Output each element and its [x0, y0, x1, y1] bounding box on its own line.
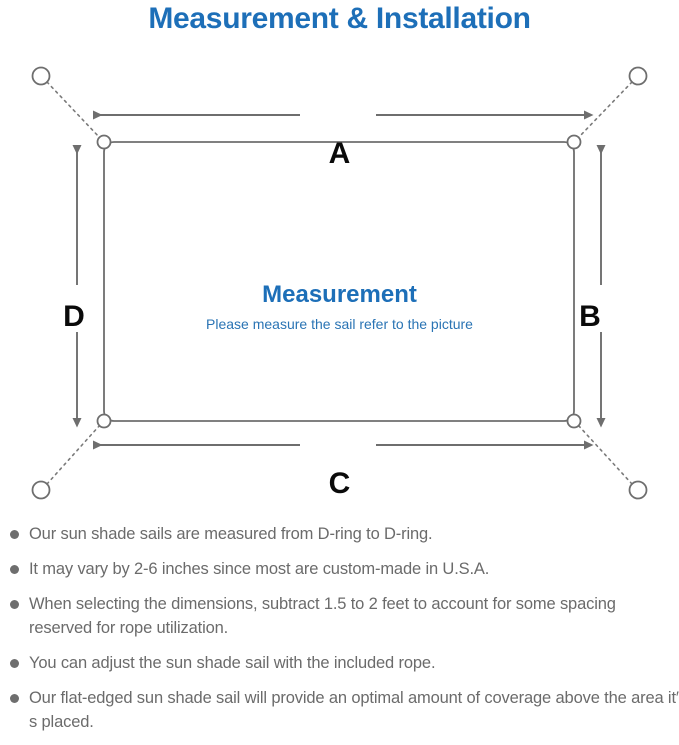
sail-d-rings — [96, 134, 582, 429]
bullet-icon — [10, 530, 19, 539]
list-item: It may vary by 2-6 inches since most are… — [10, 557, 679, 581]
anchor-ring-top-right — [628, 66, 648, 86]
d-ring-top-left — [96, 134, 112, 150]
anchor-line-top-right — [577, 81, 633, 139]
note-text: Our sun shade sails are measured from D-… — [29, 525, 433, 543]
dimension-label-a: A — [328, 137, 351, 170]
anchor-line-bottom-left — [46, 424, 101, 485]
note-text: When selecting the dimensions, subtract … — [29, 595, 616, 637]
list-item: Our sun shade sails are measured from D-… — [10, 522, 679, 546]
anchor-connectors — [46, 81, 633, 485]
d-ring-bottom-right — [566, 413, 582, 429]
sail-diagram: Measurement Please measure the sail refe… — [0, 40, 679, 515]
page-title: Measurement & Installation — [148, 2, 531, 35]
anchor-ring-bottom-left — [31, 480, 51, 500]
dimension-arrows — [72, 110, 606, 450]
note-text: It may vary by 2-6 inches since most are… — [29, 560, 490, 578]
dimension-label-b: B — [579, 300, 601, 333]
anchor-line-bottom-right — [577, 424, 633, 485]
anchor-ring-top-left — [31, 66, 51, 86]
anchor-ring-bottom-right — [628, 480, 648, 500]
d-ring-top-right — [566, 134, 582, 150]
dimension-label-c: C — [328, 467, 351, 500]
list-item: You can adjust the sun shade sail with t… — [10, 651, 679, 675]
bullet-icon — [10, 565, 19, 574]
anchor-line-top-left — [46, 81, 101, 139]
list-item: When selecting the dimensions, subtract … — [10, 592, 679, 640]
sail-body — [103, 141, 575, 422]
notes-list: Our sun shade sails are measured from D-… — [10, 522, 679, 745]
bullet-icon — [10, 600, 19, 609]
d-ring-bottom-left — [96, 413, 112, 429]
list-item: Our flat-edged sun shade sail will provi… — [10, 686, 679, 734]
dimension-label-d: D — [63, 300, 85, 333]
bullet-icon — [10, 694, 19, 703]
sail-diagram-svg — [31, 66, 648, 500]
anchor-rings — [31, 66, 648, 500]
note-text: You can adjust the sun shade sail with t… — [29, 654, 436, 672]
note-text: Our flat-edged sun shade sail will provi… — [29, 689, 679, 731]
bullet-icon — [10, 659, 19, 668]
